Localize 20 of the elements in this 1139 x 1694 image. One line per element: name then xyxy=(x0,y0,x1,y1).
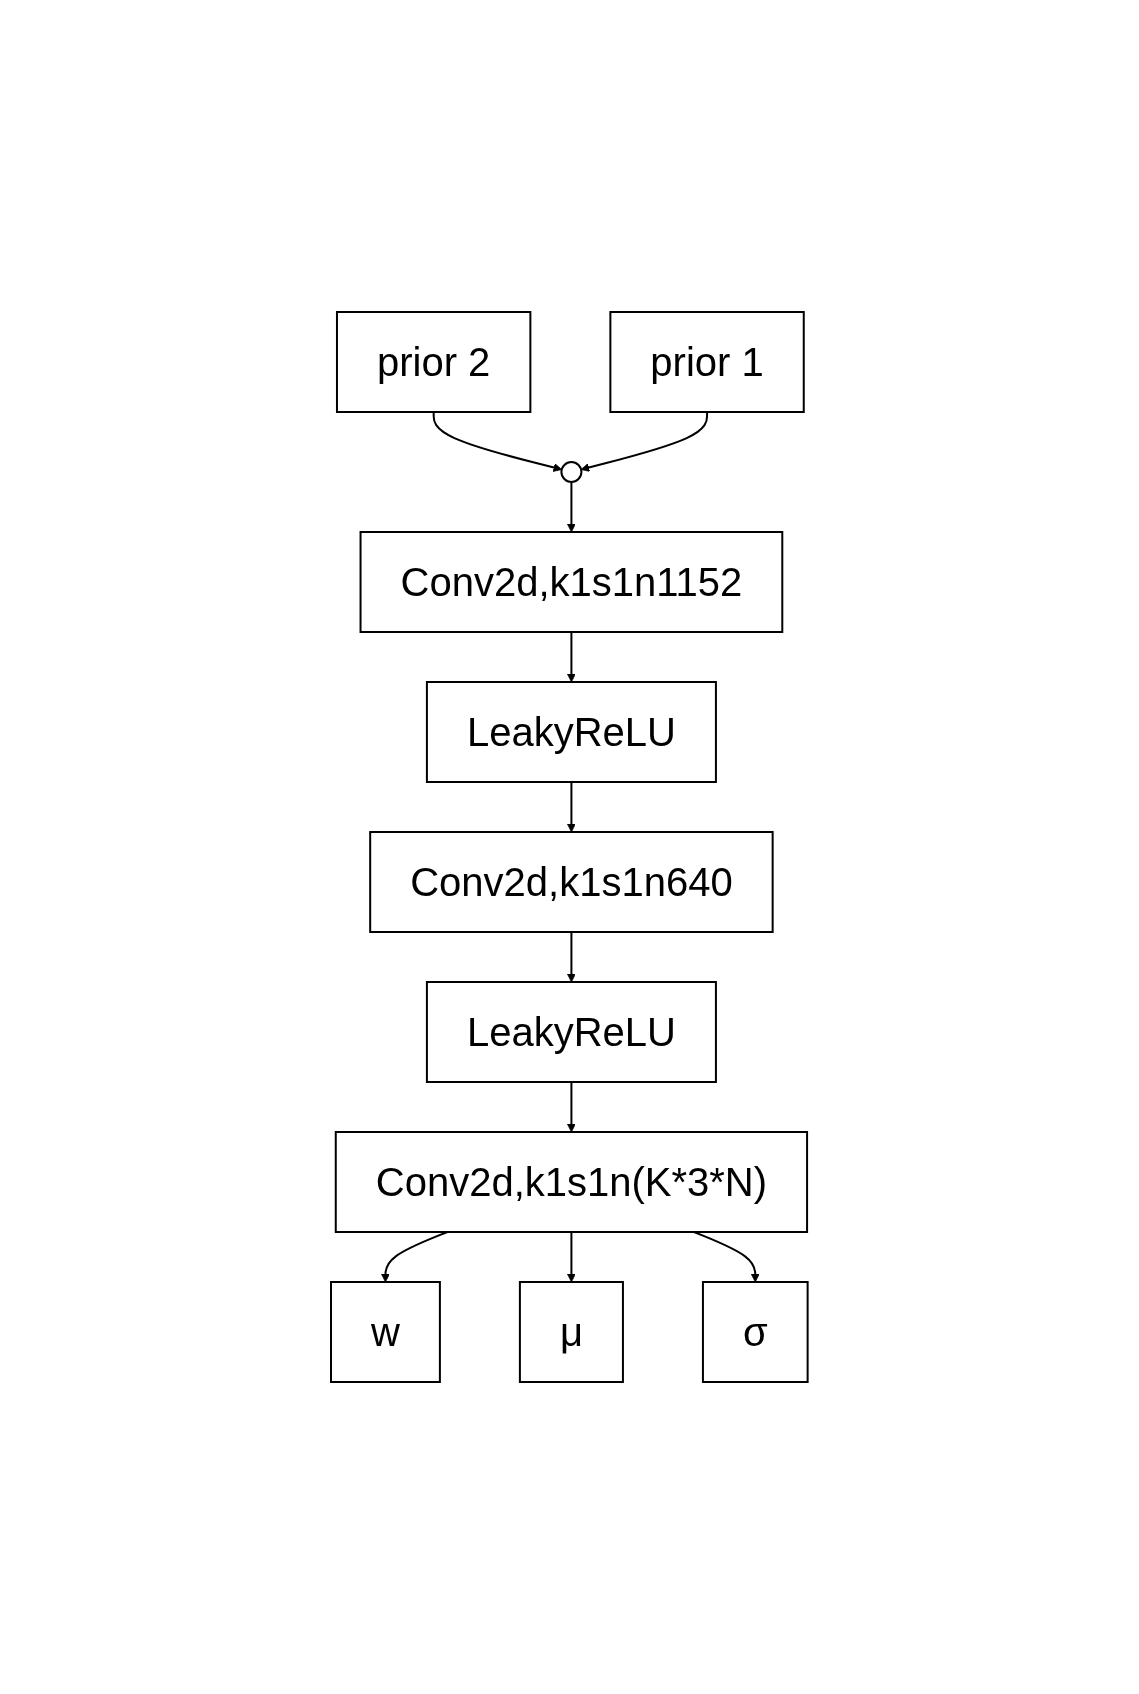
arrow xyxy=(567,931,576,983)
node-box: μ xyxy=(519,1281,625,1383)
arrow xyxy=(567,481,576,533)
node-box: Conv2d,k1s1n1152 xyxy=(359,531,784,633)
node-box: σ xyxy=(702,1281,809,1383)
arrow xyxy=(580,411,709,472)
arrow xyxy=(567,631,576,683)
arrow xyxy=(693,1231,760,1283)
node-box: LeakyReLU xyxy=(426,981,718,1083)
node-box: Conv2d,k1s1n(K*3*N) xyxy=(334,1131,809,1233)
arrow xyxy=(567,1081,576,1133)
arrow xyxy=(567,781,576,833)
node-circle xyxy=(560,461,583,483)
node-box: w xyxy=(330,1281,442,1383)
arrow xyxy=(567,1231,576,1283)
node-box: prior 1 xyxy=(609,311,805,413)
node-box: prior 2 xyxy=(336,311,532,413)
node-box: Conv2d,k1s1n640 xyxy=(369,831,774,933)
arrow xyxy=(432,411,563,472)
node-box: LeakyReLU xyxy=(426,681,718,783)
